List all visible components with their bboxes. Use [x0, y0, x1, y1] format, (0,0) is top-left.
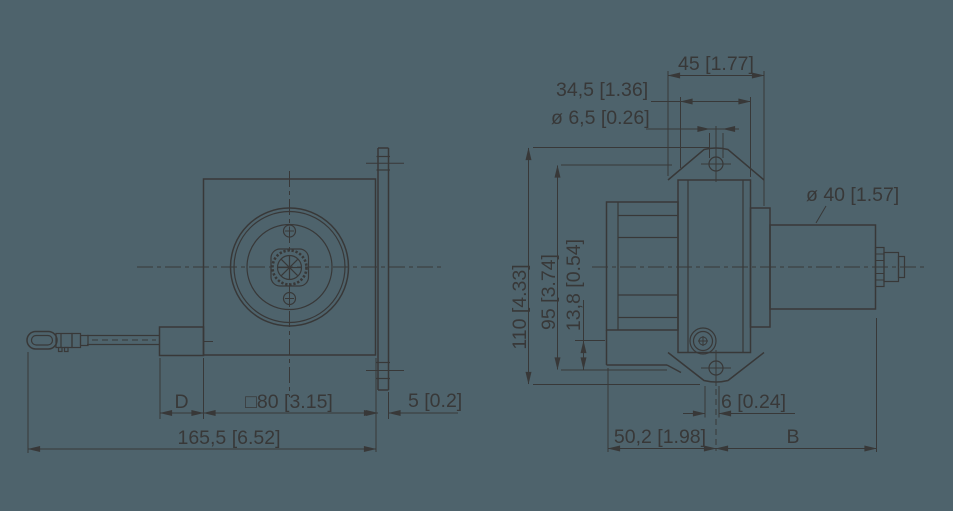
wire-rope [87, 334, 160, 346]
side-view: 45 [1.77] 34,5 [1.36] ø 6,5 [0.26] ø 40 … [509, 53, 926, 452]
mounting-flange-edge [366, 147, 404, 391]
flange-body [667, 126, 765, 386]
m12-connector [874, 246, 906, 288]
dim-depth: 45 [1.77] [678, 53, 754, 75]
connector-knurl-icon [271, 249, 308, 286]
dim-overall-height: 110 [4.33] [509, 264, 531, 349]
dim-wire-offset-h: 6 [0.24] [721, 391, 786, 413]
dim-overall-length: 165,5 [6.52] [177, 427, 280, 449]
square-body [202, 178, 377, 356]
center-connector [270, 248, 310, 287]
dim-body-square: □80 [3.15] [245, 391, 333, 413]
top-mounting-hole [701, 126, 731, 182]
dim-drum-depth: 34,5 [1.36] [556, 79, 648, 101]
dim-sensor-dia: ø 40 [1.57] [806, 184, 899, 206]
outlet-screw-icon [689, 327, 717, 355]
front-dimensions: D □80 [3.15] 5 [0.2] 165,5 [6.52] [27, 352, 462, 453]
dim-hole-spacing: 95 [3.74] [538, 254, 560, 330]
dim-drum-to-axis: 50,2 [1.98] [614, 426, 706, 448]
dim-flange-thickness: 5 [0.2] [408, 390, 462, 412]
side-dimensions: 45 [1.77] 34,5 [1.36] ø 6,5 [0.26] ø 40 … [509, 53, 899, 452]
dim-mounting-hole-dia: ø 6,5 [0.26] [551, 107, 650, 129]
front-view: D □80 [3.15] 5 [0.2] 165,5 [6.52] [26, 147, 462, 453]
rope-clip [55, 332, 89, 353]
screw-top-icon [282, 224, 297, 238]
cable-outlet [158, 326, 213, 357]
rope-eyelet [26, 330, 58, 350]
dim-wire-offset-v: 13,8 [0.54] [563, 239, 585, 331]
dim-cable-outlet-width: D [174, 391, 188, 413]
screw-bottom-icon [282, 291, 297, 306]
drum-housing [605, 201, 682, 374]
dim-axis-to-end: B [786, 426, 799, 448]
bottom-mounting-hole [701, 350, 731, 386]
